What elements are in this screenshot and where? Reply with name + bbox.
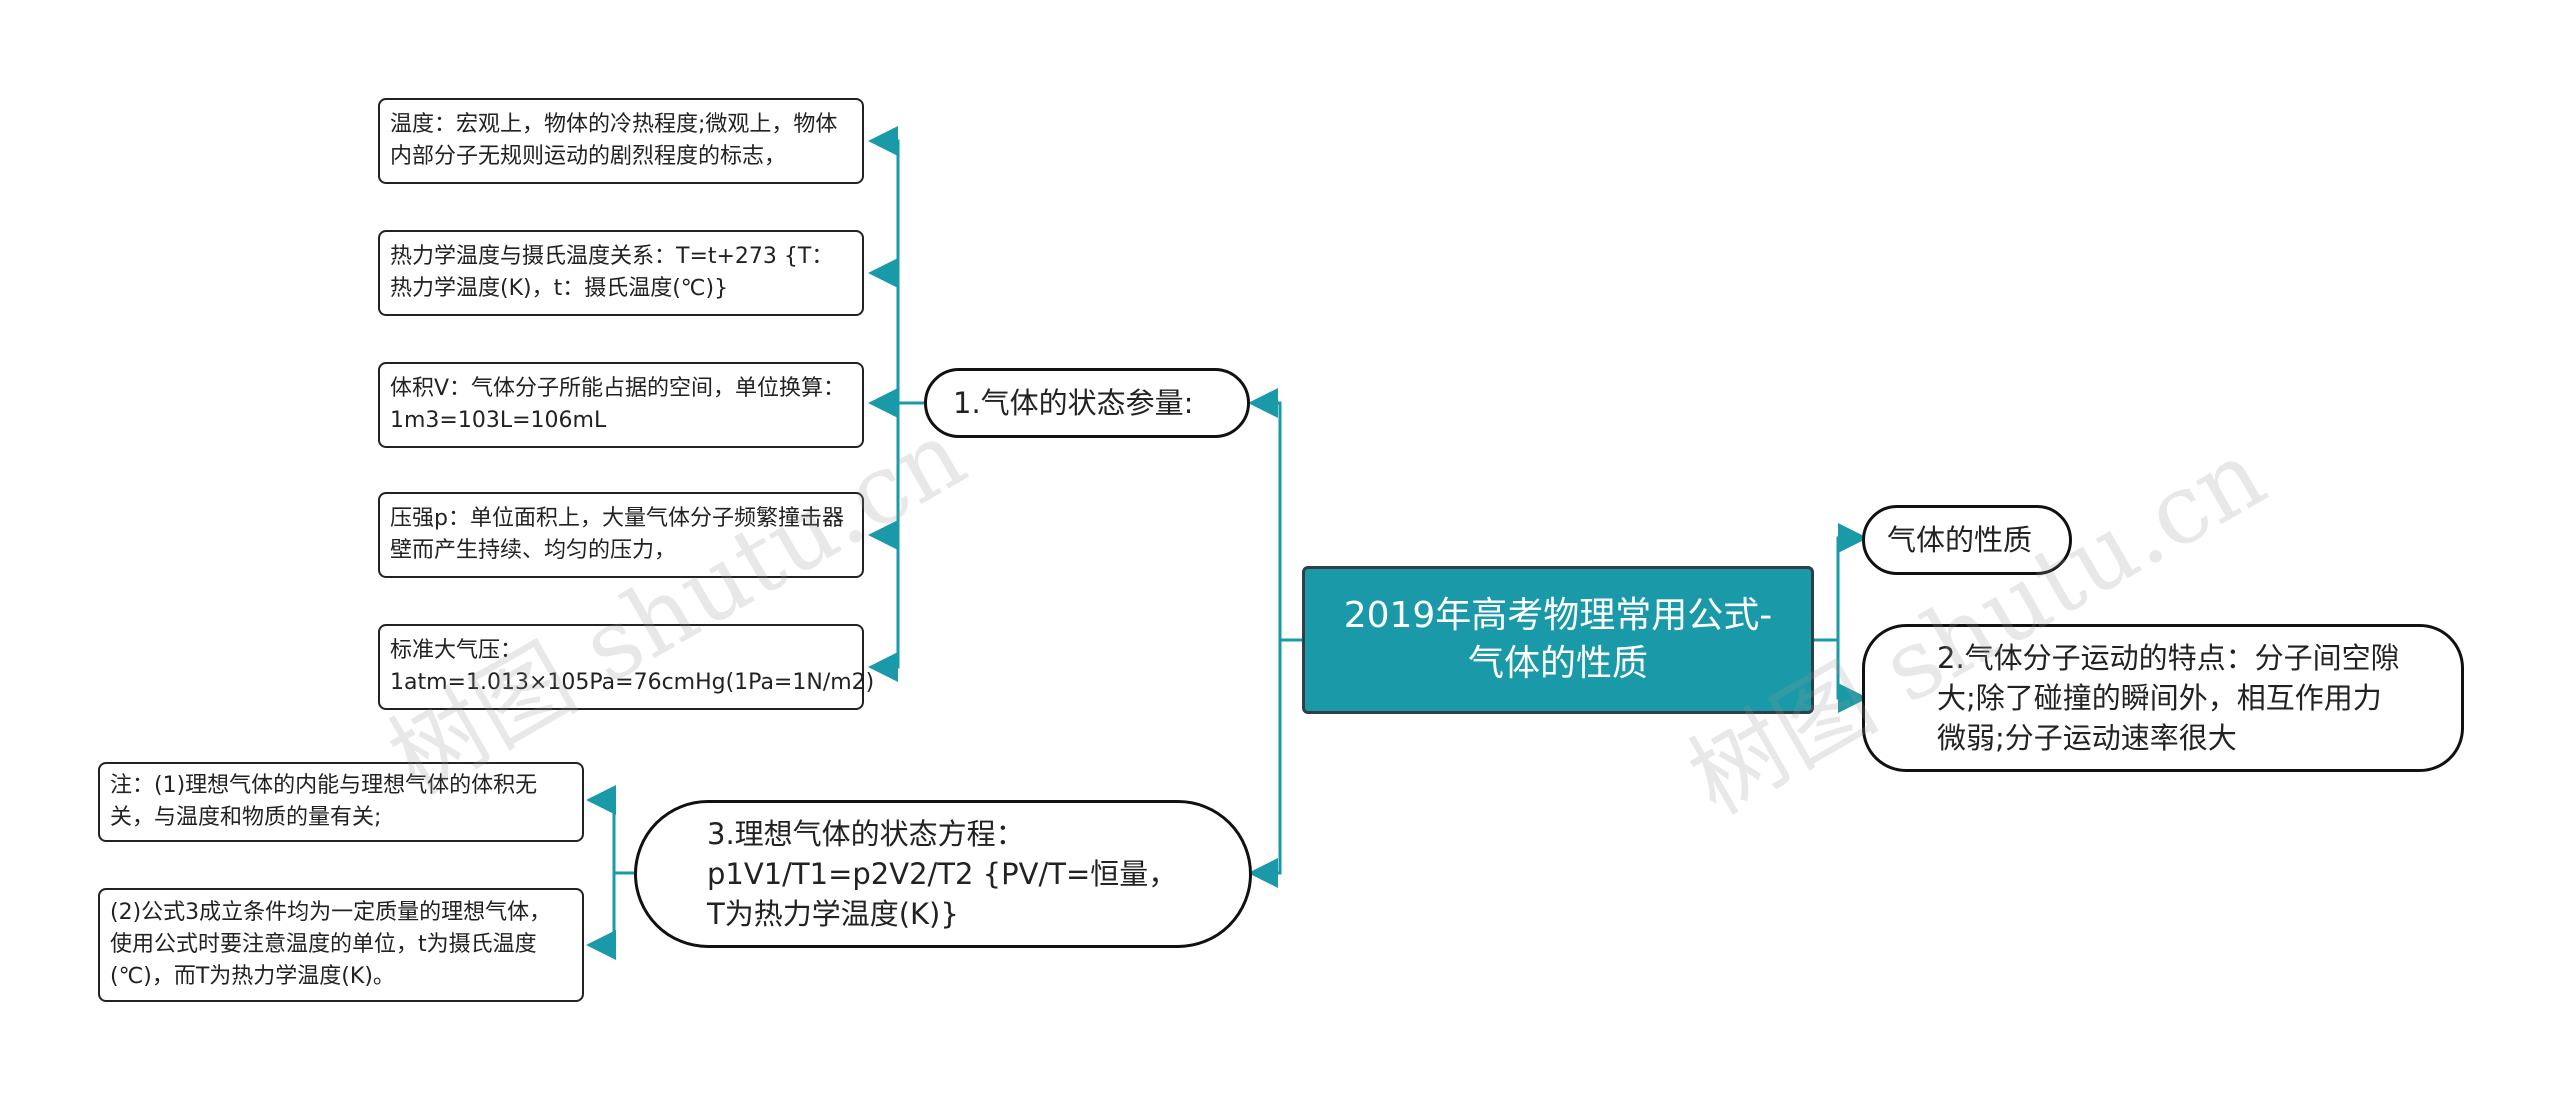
- connector-leaf-2: [868, 258, 900, 403]
- branch-molecular-motion-text: 2.气体分子运动的特点：分子间空隙大;除了碰撞的瞬间外，相互作用力微弱;分子运动…: [1937, 641, 2400, 755]
- leaf-note-conditions-text: (2)公式3成立条件均为一定质量的理想气体，使用公式时要注意温度的单位，t为摄氏…: [110, 900, 552, 989]
- connector-root-to-state-params: [1248, 388, 1302, 642]
- branch-molecular-motion[interactable]: 2.气体分子运动的特点：分子间空隙大;除了碰撞的瞬间外，相互作用力微弱;分子运动…: [1862, 624, 2464, 772]
- leaf-note-internal-energy[interactable]: 注：(1)理想气体的内能与理想气体的体积无关，与温度和物质的量有关;: [98, 762, 584, 842]
- root-node[interactable]: 2019年高考物理常用公式-气体的性质: [1302, 566, 1814, 714]
- branch-state-params[interactable]: 1.气体的状态参量:: [924, 368, 1250, 438]
- connector-note-1: [586, 785, 634, 875]
- connector-root-to-molecular-motion: [1836, 640, 1868, 713]
- branch-gas-properties[interactable]: 气体的性质: [1862, 505, 2072, 575]
- leaf-note-conditions[interactable]: (2)公式3成立条件均为一定质量的理想气体，使用公式时要注意温度的单位，t为摄氏…: [98, 888, 584, 1002]
- leaf-standard-atmosphere-text: 标准大气压：1atm=1.013×105Pa=76cmHg(1Pa=1N/m2): [390, 638, 875, 695]
- branch-gas-properties-text: 气体的性质: [1887, 523, 2033, 557]
- branch-ideal-gas-equation[interactable]: 3.理想气体的状态方程：p1V1/T1=p2V2/T2 {PV/T=恒量，T为热…: [634, 800, 1252, 948]
- leaf-note-internal-energy-text: 注：(1)理想气体的内能与理想气体的体积无关，与温度和物质的量有关;: [110, 773, 538, 830]
- leaf-pressure[interactable]: 压强p：单位面积上，大量气体分子频繁撞击器壁而产生持续、均匀的压力，: [378, 492, 864, 578]
- leaf-volume-text: 体积V：气体分子所能占据的空间，单位换算：1m3=103L=106mL: [390, 376, 846, 433]
- root-text: 2019年高考物理常用公式-气体的性质: [1343, 595, 1773, 684]
- leaf-thermodynamic-temperature[interactable]: 热力学温度与摄氏温度关系：T=t+273 {T：热力学温度(K)，t：摄氏温度(…: [378, 230, 864, 316]
- leaf-pressure-text: 压强p：单位面积上，大量气体分子频繁撞击器壁而产生持续、均匀的压力，: [390, 506, 844, 563]
- connector-root-to-ideal-gas: [1248, 640, 1282, 888]
- branch-state-params-text: 1.气体的状态参量:: [953, 386, 1194, 420]
- branch-ideal-gas-equation-text: 3.理想气体的状态方程：p1V1/T1=p2V2/T2 {PV/T=恒量，T为热…: [707, 817, 1178, 931]
- leaf-standard-atmosphere[interactable]: 标准大气压：1atm=1.013×105Pa=76cmHg(1Pa=1N/m2): [378, 624, 874, 710]
- leaf-volume[interactable]: 体积V：气体分子所能占据的空间，单位换算：1m3=103L=106mL: [378, 362, 864, 448]
- leaf-thermodynamic-temperature-text: 热力学温度与摄氏温度关系：T=t+273 {T：热力学温度(K)，t：摄氏温度(…: [390, 244, 834, 301]
- connector-leaf-5: [868, 403, 900, 682]
- leaf-temperature-text: 温度：宏观上，物体的冷热程度;微观上，物体内部分子无规则运动的剧烈程度的标志，: [390, 112, 838, 169]
- leaf-temperature[interactable]: 温度：宏观上，物体的冷热程度;微观上，物体内部分子无规则运动的剧烈程度的标志，: [378, 98, 864, 184]
- connector-note-2: [586, 873, 616, 960]
- connector-root-to-gas-props: [1814, 523, 1868, 642]
